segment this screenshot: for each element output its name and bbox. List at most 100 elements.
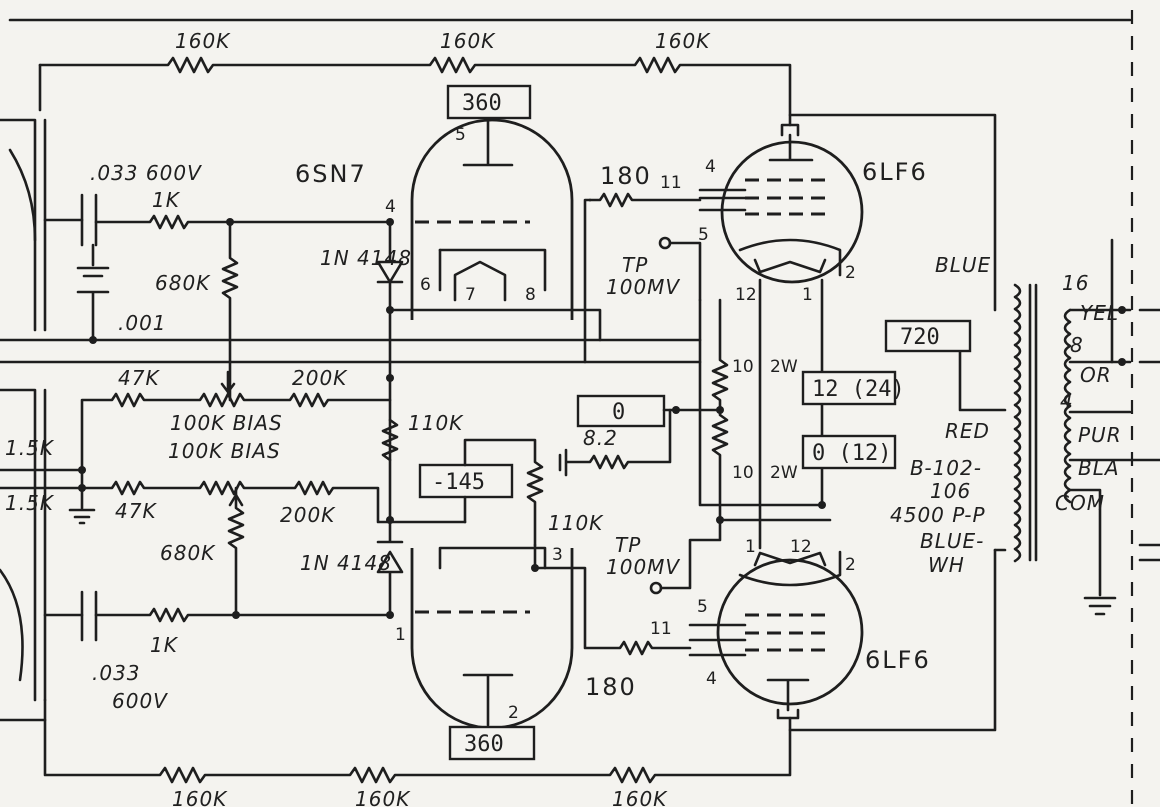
label-110k-right: 110K [548, 511, 604, 535]
value-360-bot: 360 [464, 732, 504, 757]
label-cap-033-bot: .033 [92, 661, 141, 685]
bias-network [0, 370, 467, 617]
diode-lower [376, 516, 692, 656]
label-680k-top: 680K [155, 271, 211, 295]
pin-6sn7-6: 6 [420, 275, 431, 295]
label-cap-001: .001 [118, 311, 167, 335]
label-200k-top: 200K [292, 366, 348, 390]
value-0-12: 0 (12) [812, 441, 891, 466]
label-160k-top-right: 160K [655, 29, 711, 53]
label-10-top: 10 [732, 357, 754, 377]
label-680k-bot: 680K [160, 541, 216, 565]
label-600v-bot: 600V [112, 689, 168, 713]
pin-6lf6-bot-5: 5 [697, 597, 708, 617]
label-tp-top-mv: 100MV [606, 275, 680, 299]
label-blue: BLUE [935, 253, 991, 277]
label-blue-wh-1: BLUE- [920, 529, 984, 553]
cathode-resistors [698, 278, 832, 550]
label-180-bot: 180 [585, 673, 637, 701]
box-720 [884, 319, 972, 353]
top-input-network [43, 193, 392, 344]
value-720: 720 [900, 325, 940, 350]
pin-6lf6-top-1: 1 [802, 285, 813, 305]
pin-6lf6-top-4: 4 [705, 157, 716, 177]
pin-6lf6-bot-12: 12 [790, 537, 812, 557]
label-bias-2: 100K BIAS [168, 439, 281, 463]
pin-6sn7-2: 2 [508, 703, 519, 723]
pin-6lf6-top-11: 11 [660, 173, 682, 193]
label-160k-top-left: 160K [175, 29, 231, 53]
label-180-top: 180 [600, 162, 652, 190]
label-tap-com: COM [1055, 491, 1105, 515]
label-tap-4: 4 [1060, 389, 1074, 413]
diode-upper [376, 218, 602, 522]
label-xfmr-3: 4500 P-P [890, 503, 986, 527]
tube-6sn7-upper [410, 118, 574, 320]
label-6sn7: 6SN7 [295, 160, 367, 188]
label-diode-bot: 1N 4148 [300, 551, 392, 575]
pin-6sn7-8: 8 [525, 285, 536, 305]
resistor-110k-left [381, 418, 399, 462]
pin-6sn7-4: 4 [385, 197, 396, 217]
pin-6lf6-bot-11: 11 [650, 619, 672, 639]
label-tp-bot-mv: 100MV [606, 555, 680, 579]
label-6lf6-top: 6LF6 [862, 158, 928, 186]
pin-6lf6-top-2: 2 [845, 263, 856, 283]
label-cap-033-top: .033 600V [90, 161, 202, 185]
label-110k-left: 110K [408, 411, 464, 435]
label-tap-or: OR [1080, 363, 1112, 387]
label-47k-bot: 47K [115, 499, 157, 523]
label-xfmr-2: 106 [930, 479, 971, 503]
pin-6lf6-bot-1: 1 [745, 537, 756, 557]
left-bus-lines [0, 118, 702, 722]
value-0v: 0 [612, 400, 625, 425]
output-transformer [788, 113, 1160, 732]
label-160k-bot-left: 160K [172, 787, 228, 807]
label-tap-16: 16 [1062, 271, 1089, 295]
value-neg145: -145 [432, 470, 485, 495]
label-tap-8: 8 [1070, 333, 1084, 357]
label-1-5k-top: 1.5K [5, 436, 55, 460]
pin-6sn7-7: 7 [465, 285, 476, 305]
resistor-8-2 [558, 408, 672, 477]
label-tap-bla: BLA [1078, 456, 1120, 480]
label-bias-1: 100K BIAS [170, 411, 283, 435]
test-point-bottom [649, 518, 722, 595]
label-xfmr-1: B-102- [910, 456, 982, 480]
label-47k-top: 47K [118, 366, 160, 390]
bottom-resistor-chain [43, 698, 792, 784]
box-12-24 [801, 370, 897, 406]
box-360-top [446, 84, 532, 120]
pin-6lf6-bot-2: 2 [845, 555, 856, 575]
label-2w-bot: 2W [770, 463, 798, 483]
tube-6lf6-top [698, 123, 864, 284]
label-blue-wh-2: WH [928, 553, 965, 577]
tube-6lf6-bottom [688, 550, 864, 720]
resistor-680k-top [221, 220, 239, 402]
label-8-2: 8.2 [583, 426, 618, 450]
label-tp-bot: TP [615, 533, 641, 557]
label-160k-bot-right: 160K [612, 787, 668, 807]
label-red: RED [945, 419, 990, 443]
pin-6lf6-top-5: 5 [698, 225, 709, 245]
pin-6sn7-1: 1 [395, 625, 406, 645]
label-200k-bot: 200K [280, 503, 336, 527]
label-1-5k-bot: 1.5K [5, 491, 55, 515]
label-2w-top: 2W [770, 357, 798, 377]
box-0-12 [801, 434, 897, 470]
top-resistor-chain [8, 18, 1132, 127]
label-6lf6-bot: 6LF6 [865, 646, 931, 674]
label-10-bot: 10 [732, 463, 754, 483]
pin-6sn7-3: 3 [552, 545, 563, 565]
label-160k-bot-mid: 160K [355, 787, 411, 807]
label-tp-top: TP [622, 253, 648, 277]
label-1k-top: 1K [152, 188, 181, 212]
label-1k-bot: 1K [150, 633, 179, 657]
pin-6lf6-bot-4: 4 [706, 669, 717, 689]
label-diode-top: 1N 4148 [320, 246, 412, 270]
box-360-bot [448, 725, 536, 761]
label-tap-pur: PUR [1078, 423, 1122, 447]
value-12-24: 12 (24) [812, 377, 905, 402]
test-point-top [658, 236, 702, 302]
